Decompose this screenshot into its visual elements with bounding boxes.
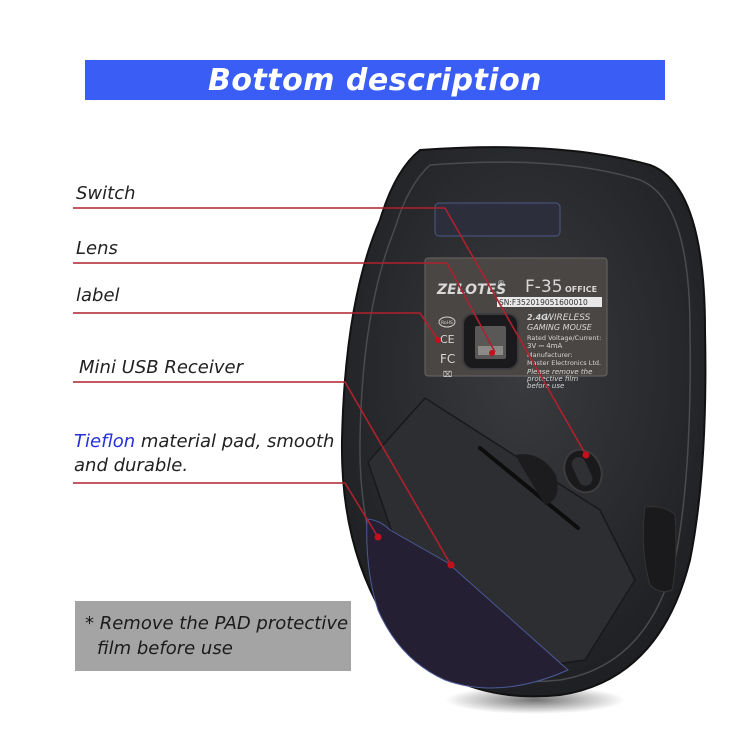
svg-text:2.4G: 2.4G <box>527 313 548 322</box>
tieflon-highlight: Tieflon <box>74 431 136 452</box>
callout-lens: Lens <box>76 238 118 259</box>
svg-text:GAMING MOUSE: GAMING MOUSE <box>527 323 593 332</box>
callout-switch: Switch <box>76 183 136 204</box>
serial-text: SN:F352019051600010 <box>499 298 588 307</box>
svg-text:Please remove the: Please remove the <box>527 368 592 376</box>
title-banner: Bottom description <box>85 60 665 100</box>
model-text: F-35 <box>525 277 563 297</box>
svg-text:CE: CE <box>440 333 455 346</box>
svg-text:®: ® <box>497 279 505 288</box>
callout-pad: Tieflon material pad, smooth and durable… <box>74 431 335 476</box>
svg-text:WIRELESS: WIRELESS <box>545 313 591 323</box>
leader-lines <box>73 207 587 566</box>
svg-text:OFFICE: OFFICE <box>565 285 597 294</box>
svg-text:FC: FC <box>440 352 455 366</box>
page-title: Bottom description <box>207 62 543 98</box>
svg-text:Rated Voltage/Current:: Rated Voltage/Current: <box>527 334 601 342</box>
svg-text:before use: before use <box>527 382 564 390</box>
protective-film-note: * Remove the PAD protective film before … <box>75 601 351 671</box>
svg-text:RoHS: RoHS <box>441 320 453 326</box>
svg-text:Manufacturer:: Manufacturer: <box>527 351 573 359</box>
svg-text:Master Electronics Ltd.: Master Electronics Ltd. <box>527 359 601 367</box>
callout-usb-receiver: Mini USB Receiver <box>79 357 244 378</box>
svg-text:protective film: protective film <box>526 375 578 383</box>
svg-text:3V ⎓ 4mA: 3V ⎓ 4mA <box>527 342 563 350</box>
svg-text:⌧: ⌧ <box>443 370 452 379</box>
callout-label: label <box>76 285 120 306</box>
